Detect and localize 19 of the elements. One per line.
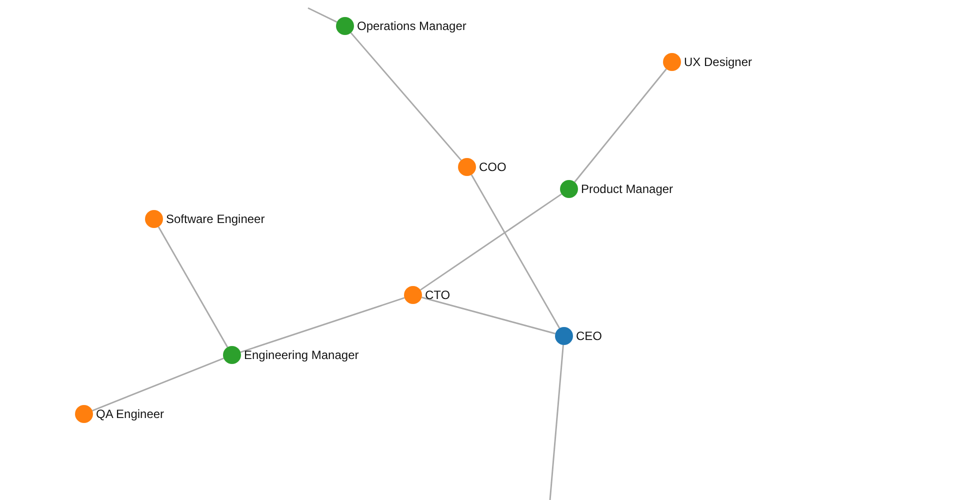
connector-line <box>421 296 556 334</box>
connector-line <box>350 32 462 161</box>
node-label: COO <box>479 160 506 174</box>
node-label: UX Designer <box>684 55 752 69</box>
connector-line <box>308 7 338 23</box>
node-label: CEO <box>576 329 602 343</box>
connector-line <box>420 193 562 291</box>
connector-line <box>470 174 560 329</box>
node-label: Software Engineer <box>166 212 265 226</box>
node-label: Operations Manager <box>357 19 466 33</box>
connector-line <box>574 68 667 182</box>
node-label: Product Manager <box>581 182 674 196</box>
node-label: Engineering Manager <box>244 348 359 362</box>
node-label: QA Engineer <box>96 407 164 421</box>
node-label: CTO <box>425 288 450 302</box>
connector-line <box>240 297 405 353</box>
connector-line <box>92 358 224 412</box>
connector-line <box>158 226 228 348</box>
connector-line <box>549 344 564 500</box>
